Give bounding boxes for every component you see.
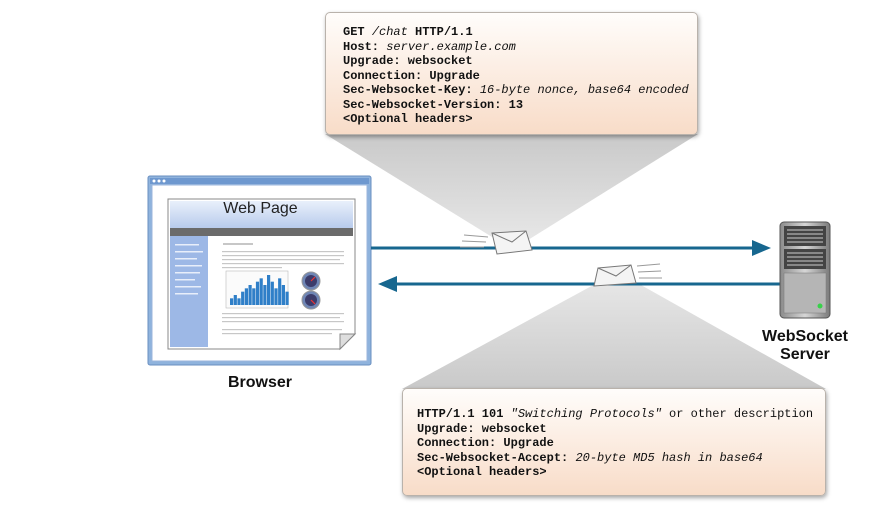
request-line-segment: Connection: Upgrade (343, 68, 480, 83)
request-line: Sec-Websocket-Version: 13 (343, 98, 689, 113)
thumbnail-bar (278, 278, 282, 305)
response-headers-text: HTTP/1.1 101 "Switching Protocols" or ot… (417, 407, 813, 480)
request-envelope-icon (460, 230, 533, 255)
thumbnail-bar-chart (230, 275, 289, 305)
response-line-segment: <Optional headers> (417, 465, 547, 479)
response-arrow (378, 276, 780, 292)
request-line-segment: GET (343, 25, 372, 39)
request-line: Sec-Websocket-Key: 16-byte nonce, base64… (343, 83, 689, 98)
gauge-icon (301, 271, 321, 291)
response-line-segment: "Switching Protocols" (510, 407, 662, 421)
request-line-segment: /chat (371, 25, 416, 39)
thumbnail-bar (230, 298, 234, 305)
request-line: GET /chat HTTP/1.1 (343, 25, 689, 40)
request-arrow (371, 240, 771, 256)
response-line: Sec-Websocket-Accept: 20-byte MD5 hash i… (417, 451, 813, 466)
thumbnail-bar (241, 291, 245, 305)
thumbnail-bar (274, 288, 278, 305)
response-line-segment: or other description (661, 407, 814, 421)
request-line-segment: HTTP/1.1 (415, 25, 473, 39)
response-line-segment: HTTP/1.1 101 (417, 407, 511, 421)
browser-window (147, 175, 372, 366)
response-line-segment: Upgrade: websocket (417, 421, 547, 436)
request-line-segment: server.example.com (386, 39, 516, 54)
request-line: <Optional headers> (343, 112, 689, 127)
request-line-segment: Upgrade: websocket (343, 54, 473, 68)
thumbnail-bar (263, 285, 267, 305)
response-line: HTTP/1.1 101 "Switching Protocols" or ot… (417, 407, 813, 422)
response-envelope-icon (593, 263, 662, 287)
request-line-segment: Sec-Websocket-Key: (343, 83, 480, 97)
request-line-segment: Sec-Websocket-Version: 13 (343, 97, 524, 112)
server-label-line2: Server (780, 346, 830, 363)
thumbnail-bar (270, 281, 274, 305)
server-label-line1: WebSocket (762, 328, 848, 345)
response-line: Upgrade: websocket (417, 422, 813, 437)
server-icon (779, 221, 831, 319)
thumbnail-bar (237, 298, 241, 305)
request-line: Upgrade: websocket (343, 54, 689, 69)
gauge-icon (301, 290, 321, 310)
thumbnail-bar (267, 275, 271, 305)
server-label: WebSocket Server (745, 328, 865, 364)
response-line-segment: 20-byte MD5 hash in base64 (575, 450, 763, 465)
web-page-title: Web Page (223, 200, 298, 217)
thumbnail-bar (252, 288, 256, 305)
response-line: Connection: Upgrade (417, 436, 813, 451)
request-line-segment: Host: (343, 39, 387, 54)
response-line-segment: Connection: Upgrade (417, 436, 554, 450)
browser-label: Browser (227, 374, 293, 391)
response-line-segment: Sec-Websocket-Accept: (417, 450, 576, 465)
thumbnail-bar (255, 281, 260, 305)
response-headers-box: HTTP/1.1 101 "Switching Protocols" or ot… (402, 388, 826, 496)
thumbnail-bar (244, 288, 248, 305)
thumbnail-bar (233, 295, 237, 305)
request-line-segment: <Optional headers> (343, 112, 473, 126)
response-line: <Optional headers> (417, 465, 813, 480)
request-callout-cone (325, 134, 698, 245)
thumbnail-bar (248, 285, 252, 305)
thumbnail-bar (285, 291, 289, 305)
thumbnail-bar (281, 285, 285, 305)
request-line: Host: server.example.com (343, 40, 689, 55)
request-line: Connection: Upgrade (343, 69, 689, 84)
request-line-segment: 16-byte nonce, base64 encoded (479, 83, 689, 97)
response-callout-cone (402, 276, 826, 389)
thumbnail-bar (259, 278, 263, 305)
